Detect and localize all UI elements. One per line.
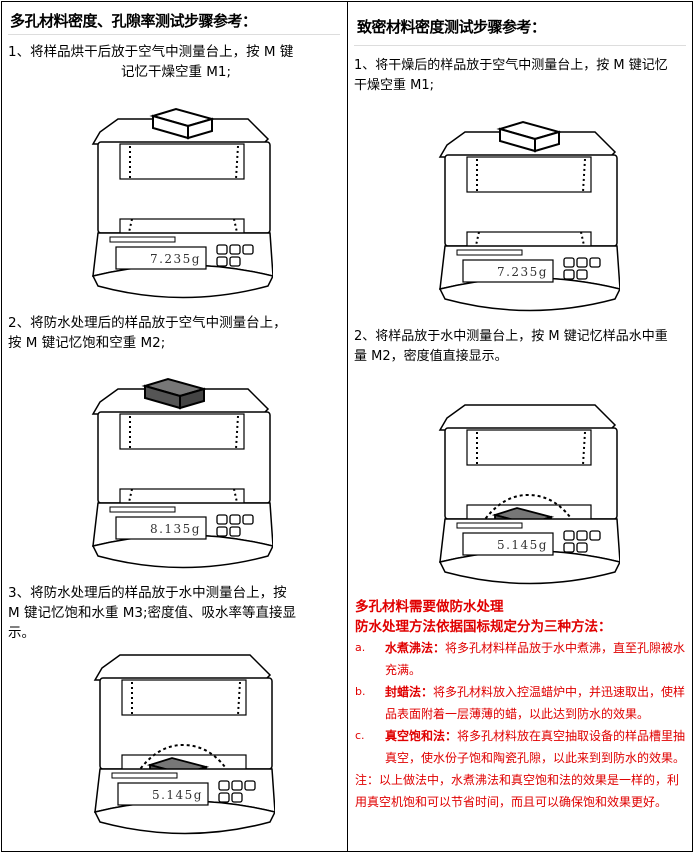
step-text: 干燥空重 M1; bbox=[354, 78, 434, 93]
display-panel bbox=[115, 246, 207, 270]
left-step-3: 3、将防水处理后的样品放于水中测量台上，按 M 键记忆饱和水重 M3;密度值、吸… bbox=[8, 583, 344, 643]
display-reading: 5.145g bbox=[497, 538, 548, 552]
scale-illustration: 7.235g bbox=[88, 104, 275, 308]
display-reading: 8.135g bbox=[150, 522, 201, 536]
step-text: M 键记忆饱和水重 M3;密度值、吸水率等直接显 bbox=[8, 605, 297, 621]
method-text: 将多孔材料放在真空抽取设备的样品槽里抽 bbox=[457, 729, 686, 743]
scale-buttons[interactable] bbox=[563, 257, 601, 280]
weighing-pan bbox=[438, 404, 617, 431]
step-text: 量 M2，密度值直接显示。 bbox=[354, 349, 508, 364]
display-reading: 7.235g bbox=[497, 265, 548, 279]
step-text: 1、将干燥后的样品放于空气中测量台上，按 M 键记忆 bbox=[354, 58, 668, 73]
method-text: 将多孔材料放入控温蜡炉中，并迅速取出，使样 bbox=[433, 685, 686, 699]
display-panel bbox=[117, 782, 209, 806]
method-text: 品表面附着一层薄薄的蜡，以此达到防水的效果。 bbox=[385, 707, 650, 721]
method-c: c. 真空饱和法：将多孔材料放在真空抽取设备的样品槽里抽真空，使水份子饱和陶瓷孔隙… bbox=[355, 725, 689, 769]
weighing-pan bbox=[93, 654, 272, 681]
step-text: 1、将样品烘干后放于空气中测量台上，按 M 键 bbox=[8, 44, 294, 60]
sample-block bbox=[149, 107, 216, 140]
waterproof-notes: 多孔材料需要做防水处理 防水处理方法依据国标规定分为三种方法： a.水煮沸法：将… bbox=[355, 597, 689, 813]
scale-buttons[interactable] bbox=[218, 780, 256, 803]
right-title: 致密材料密度测试步骤参考： bbox=[357, 18, 546, 36]
note-text: 注：以上做法中，水煮沸法和真空饱和法的效果是一样的，利 bbox=[355, 773, 680, 787]
method-name: 水煮沸法： bbox=[385, 641, 446, 655]
method-b: b. 封蜡法：将多孔材料放入控温蜡炉中，并迅速取出，使样品表面附着一层薄薄的蜡，以… bbox=[355, 681, 689, 725]
display-reading: 7.235g bbox=[150, 252, 201, 266]
scale-illustration: 5.145g bbox=[435, 390, 622, 594]
display-panel bbox=[115, 516, 207, 540]
method-label: b. bbox=[355, 685, 366, 698]
note-text: 用真空机饱和可以节省时间，而且可以确保饱和效果更好。 bbox=[355, 795, 668, 809]
right-step-2: 2、将样品放于水中测量台上，按 M 键记忆样品水中重 量 M2，密度值直接显示。 bbox=[354, 327, 690, 367]
method-text: 将多孔材料样品放于水中煮沸，直至孔隙被水 bbox=[445, 641, 686, 655]
scale-buttons[interactable] bbox=[216, 244, 254, 267]
method-text: 真空，使水份子饱和陶瓷孔隙，以此来到到防水的效果。 bbox=[385, 751, 686, 765]
method-name: 真空饱和法： bbox=[385, 729, 458, 743]
water-dome bbox=[127, 743, 239, 790]
scale-buttons[interactable] bbox=[216, 514, 254, 537]
right-step-1: 1、将干燥后的样品放于空气中测量台上，按 M 键记忆 干燥空重 M1; bbox=[354, 56, 690, 96]
display-panel bbox=[462, 532, 554, 556]
step-text: 3、将防水处理后的样品放于水中测量台上，按 bbox=[8, 585, 287, 601]
step-text: 示。 bbox=[8, 625, 35, 641]
column-divider bbox=[347, 1, 348, 852]
display-panel bbox=[462, 259, 554, 283]
left-title: 多孔材料密度、孔隙率测试步骤参考： bbox=[10, 12, 257, 30]
scale-illustration: 7.235g bbox=[435, 117, 622, 321]
notes-heading: 多孔材料需要做防水处理 bbox=[355, 599, 504, 615]
right-title-rule bbox=[354, 45, 686, 46]
step-text: 2、将防水处理后的样品放于空气中测量台上， bbox=[8, 315, 287, 331]
left-step-2: 2、将防水处理后的样品放于空气中测量台上， 按 M 键记忆饱和空重 M2; bbox=[8, 313, 344, 353]
sample-block bbox=[496, 120, 563, 153]
scale-buttons[interactable] bbox=[563, 530, 601, 553]
scale-illustration: 8.135g bbox=[88, 374, 275, 578]
method-label: a. bbox=[355, 641, 366, 654]
display-reading: 5.145g bbox=[152, 788, 203, 802]
left-title-rule bbox=[8, 34, 340, 35]
scale-illustration: 5.145g bbox=[90, 640, 277, 844]
method-label: c. bbox=[355, 729, 365, 742]
left-step-1: 1、将样品烘干后放于空气中测量台上，按 M 键 记忆干燥空重 M1; bbox=[8, 42, 344, 82]
water-dome bbox=[472, 493, 584, 540]
method-text: 充满。 bbox=[385, 663, 422, 677]
method-name: 封蜡法： bbox=[385, 685, 434, 699]
sample-block bbox=[141, 377, 208, 410]
step-text: 2、将样品放于水中测量台上，按 M 键记忆样品水中重 bbox=[354, 329, 668, 344]
notes-subheading: 防水处理方法依据国标规定分为三种方法： bbox=[355, 619, 612, 635]
step-text: 按 M 键记忆饱和空重 M2; bbox=[8, 335, 166, 351]
method-a: a. 水煮沸法：将多孔材料样品放于水中煮沸，直至孔隙被水充满。 bbox=[355, 637, 689, 681]
step-text: 记忆干燥空重 M1; bbox=[120, 64, 232, 80]
